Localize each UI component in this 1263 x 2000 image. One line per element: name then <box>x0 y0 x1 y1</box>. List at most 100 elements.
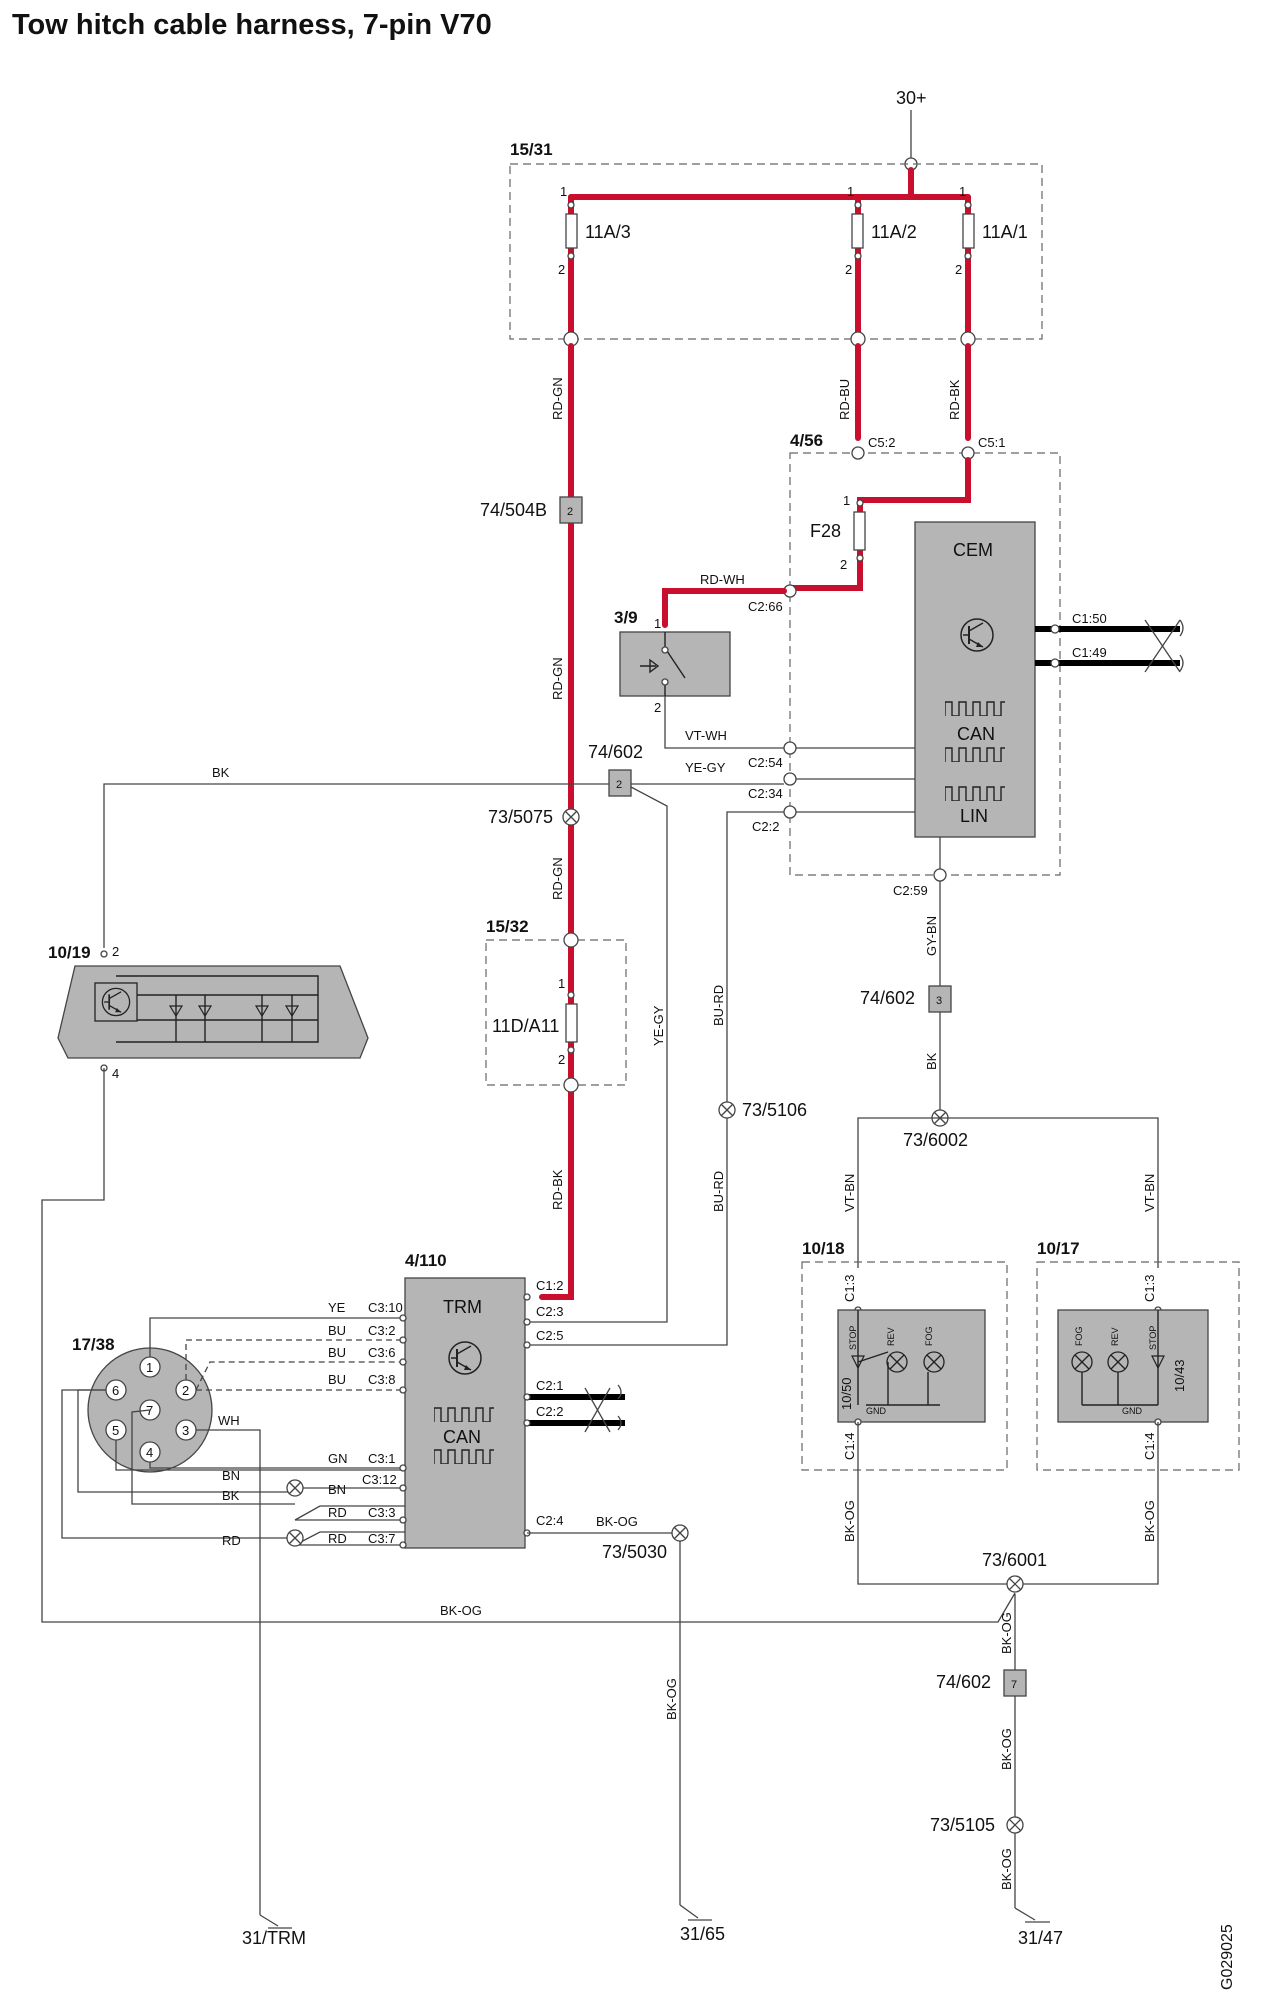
svg-text:C3:3: C3:3 <box>368 1505 395 1520</box>
bu-wire-1 <box>185 1339 405 1380</box>
supply-label: 30+ <box>896 88 927 108</box>
rear-lamp-right <box>1057 1309 1209 1423</box>
svg-text:C2:2: C2:2 <box>752 819 779 834</box>
wire-rd-gn-2: RD-GN <box>550 657 565 700</box>
svg-text:C2:34: C2:34 <box>748 786 783 801</box>
rd-wh-wire <box>662 588 787 628</box>
fuse-feed-wires <box>568 194 971 342</box>
svg-text:C3:8: C3:8 <box>368 1372 395 1387</box>
cem-pin-c2-59 <box>933 868 947 882</box>
led-array-icon <box>168 995 300 1042</box>
svg-text:73/5075: 73/5075 <box>488 807 553 827</box>
svg-text:73/5030: 73/5030 <box>602 1542 667 1562</box>
ye-wire <box>149 1317 405 1357</box>
fuse-11a3-label: 11A/3 <box>585 222 631 242</box>
svg-text:FOG: FOG <box>1074 1327 1084 1347</box>
svg-text:2: 2 <box>840 557 847 572</box>
svg-text:4/110: 4/110 <box>405 1251 447 1270</box>
svg-text:C3:7: C3:7 <box>368 1531 395 1546</box>
connector-74-504b <box>559 496 583 524</box>
trm-can-twist-icon <box>584 1384 622 1433</box>
svg-text:CAN: CAN <box>443 1427 481 1447</box>
svg-text:C1:50: C1:50 <box>1072 611 1107 626</box>
svg-text:10/43: 10/43 <box>1172 1359 1187 1392</box>
rear-lamp-left-box <box>801 1261 1008 1471</box>
fusebox-main-id: 15/31 <box>510 140 553 159</box>
svg-text:RD: RD <box>222 1533 241 1548</box>
bk-ye-gy-wire <box>103 783 784 948</box>
splice-73-5030 <box>671 1524 689 1542</box>
diagram-title: Tow hitch cable harness, 7-pin V70 <box>12 9 492 41</box>
svg-text:BU: BU <box>328 1345 346 1360</box>
bk-og-ground-wire <box>41 1068 1016 1623</box>
svg-text:BU-RD: BU-RD <box>711 1171 726 1212</box>
svg-text:C2:2: C2:2 <box>536 1404 563 1419</box>
svg-text:BN: BN <box>328 1482 346 1497</box>
splice-73-5105 <box>1006 1816 1024 1834</box>
svg-text:BK-OG: BK-OG <box>1142 1500 1157 1542</box>
svg-text:2: 2 <box>845 262 852 277</box>
bn-wire-2 <box>131 1409 295 1505</box>
svg-text:1: 1 <box>146 1360 153 1375</box>
wire-rd-gn-1: RD-GN <box>550 377 565 420</box>
svg-text:REV: REV <box>886 1327 896 1346</box>
svg-text:RD-WH: RD-WH <box>700 572 745 587</box>
fuse-11a2-label: 11A/2 <box>871 222 917 242</box>
lamp-ground-wires <box>857 1422 1159 1585</box>
svg-text:C2:59: C2:59 <box>893 883 928 898</box>
svg-text:11D/A11: 11D/A11 <box>492 1016 559 1036</box>
svg-text:3: 3 <box>936 995 942 1007</box>
cem-pin-c5-2 <box>851 446 865 460</box>
rear-lamp-left <box>837 1309 986 1423</box>
splice-rd <box>286 1529 304 1547</box>
svg-text:74/602: 74/602 <box>860 988 915 1008</box>
svg-text:10/17: 10/17 <box>1037 1239 1080 1258</box>
gn-wire <box>149 1462 405 1469</box>
bk-og-trm-ground <box>527 1532 681 1905</box>
cem-module <box>914 521 1036 838</box>
svg-text:15/32: 15/32 <box>486 917 529 936</box>
fuse-11a2: 1 2 11A/2 <box>845 184 917 277</box>
svg-text:BU: BU <box>328 1323 346 1338</box>
svg-text:BK: BK <box>924 1052 939 1070</box>
svg-text:F28: F28 <box>810 521 841 541</box>
svg-text:10/50: 10/50 <box>839 1377 854 1410</box>
splice-bn <box>286 1479 304 1497</box>
svg-text:31/TRM: 31/TRM <box>242 1928 306 1948</box>
svg-text:1: 1 <box>560 184 567 199</box>
svg-text:BK-OG: BK-OG <box>999 1728 1014 1770</box>
svg-text:C2:54: C2:54 <box>748 755 783 770</box>
svg-text:C1:4: C1:4 <box>842 1433 857 1460</box>
ye-gy-wire-to-trm <box>525 786 668 1323</box>
cem-box-id: 4/56 <box>790 431 823 450</box>
svg-text:2: 2 <box>558 1052 565 1067</box>
stop-led-icon <box>851 1355 865 1370</box>
svg-text:1: 1 <box>959 184 966 199</box>
svg-text:31/47: 31/47 <box>1018 1928 1063 1948</box>
svg-text:GN: GN <box>328 1451 348 1466</box>
svg-text:31/65: 31/65 <box>680 1924 725 1944</box>
svg-text:C2:5: C2:5 <box>536 1328 563 1343</box>
splice-73-5106 <box>718 1101 736 1119</box>
svg-text:2: 2 <box>616 779 622 791</box>
svg-text:BK: BK <box>212 765 230 780</box>
ground-65-icon <box>679 1904 712 1921</box>
cem-module-label: CEM <box>953 540 993 560</box>
document-id: G029025 <box>1219 1924 1236 1990</box>
svg-text:73/6001: 73/6001 <box>982 1550 1047 1570</box>
wire-rd-gn-3: RD-GN <box>550 857 565 900</box>
wire-rd-bk: RD-BK <box>947 379 962 420</box>
ground-47-icon <box>1014 1907 1050 1923</box>
svg-text:YE-GY: YE-GY <box>685 760 726 775</box>
svg-text:4: 4 <box>112 1066 119 1081</box>
svg-text:C2:4: C2:4 <box>536 1513 563 1528</box>
svg-text:STOP: STOP <box>1148 1326 1158 1350</box>
fuse-11d-a11 <box>565 1003 578 1043</box>
switch-id: 3/9 <box>614 608 638 627</box>
svg-text:1: 1 <box>654 616 661 631</box>
rear-lamp-right-box <box>1036 1261 1240 1471</box>
cem-can-twist-icon <box>1144 619 1184 673</box>
svg-text:VT-BN: VT-BN <box>842 1174 857 1212</box>
fusebox-sub-box <box>485 939 627 1086</box>
